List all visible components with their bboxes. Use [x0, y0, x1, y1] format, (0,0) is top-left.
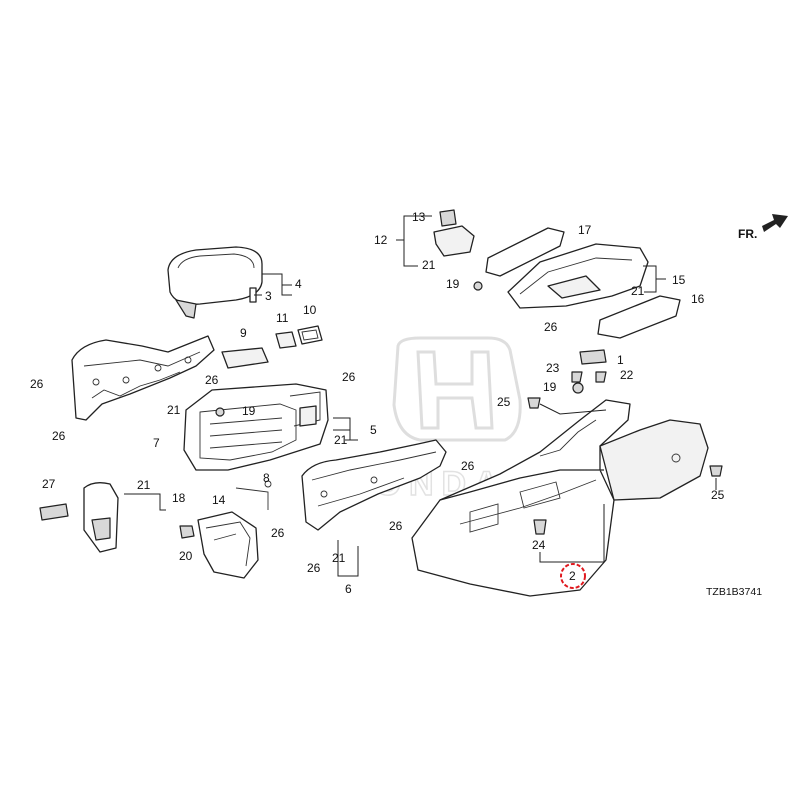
callout-7: 7 — [153, 436, 160, 450]
console-upper-panel-15 — [507, 243, 649, 309]
callout-26-d: 26 — [342, 370, 356, 384]
console-left-side-panel — [71, 335, 215, 421]
callout-6: 6 — [345, 582, 352, 596]
front-arrow-icon — [762, 214, 788, 232]
callout-4: 4 — [295, 277, 302, 291]
callout-18: 18 — [172, 491, 186, 505]
callout-26-g: 26 — [307, 561, 321, 575]
garnish-16 — [597, 295, 681, 339]
callout-3: 3 — [265, 289, 272, 303]
clip-20 — [179, 525, 195, 539]
callout-13: 13 — [412, 210, 426, 224]
callout-19-left: 19 — [242, 404, 256, 418]
callout-19-mid: 19 — [543, 380, 557, 394]
callout-14: 14 — [212, 493, 226, 507]
bracket-14 — [197, 511, 259, 579]
clip-1 — [579, 349, 607, 365]
callout-24: 24 — [532, 538, 546, 552]
callout-26-e: 26 — [461, 459, 475, 473]
console-mat-10 — [297, 325, 323, 345]
armrest-lid — [167, 246, 263, 319]
callout-1: 1 — [617, 353, 624, 367]
callout-26-i: 26 — [271, 526, 285, 540]
clip-25-left — [527, 397, 541, 409]
shift-panel-12 — [433, 225, 475, 257]
callout-10: 10 — [303, 303, 317, 317]
clip-24 — [533, 519, 547, 535]
callout-26-c: 26 — [205, 373, 219, 387]
fastener-19-top — [473, 281, 483, 291]
console-mat-9 — [221, 347, 269, 369]
callout-25-right: 25 — [711, 488, 725, 502]
callout-26-f: 26 — [389, 519, 403, 533]
callout-20: 20 — [179, 549, 193, 563]
fastener-19-mid — [572, 382, 584, 394]
diagram-code: TZB1B3741 — [706, 586, 762, 598]
callouts: 1 2 3 4 5 6 7 8 9 10 11 12 13 14 15 16 1… — [30, 210, 725, 596]
console-center-box — [183, 383, 329, 471]
callout-27: 27 — [42, 477, 56, 491]
clip-25-right — [709, 465, 723, 477]
fastener-19-left — [215, 407, 225, 417]
callout-21-bottom: 21 — [332, 551, 346, 565]
switch-27 — [39, 503, 69, 521]
callout-15: 15 — [672, 273, 686, 287]
callout-23: 23 — [546, 361, 560, 375]
callout-17: 17 — [578, 223, 592, 237]
shift-boot-13 — [439, 209, 457, 227]
front-direction-indicator: FR. — [738, 214, 788, 241]
garnish-17 — [485, 227, 565, 277]
callout-21-right: 21 — [631, 284, 645, 298]
callout-21-center: 21 — [334, 433, 348, 447]
callout-19-top: 19 — [446, 277, 460, 291]
callout-22: 22 — [620, 368, 634, 382]
highlight-ring-part-2 — [560, 563, 586, 589]
callout-26-h: 26 — [544, 320, 558, 334]
callout-26-a: 26 — [30, 377, 44, 391]
callout-5: 5 — [370, 423, 377, 437]
callout-8: 8 — [263, 471, 270, 485]
console-main-body — [411, 399, 709, 597]
callout-26-b: 26 — [52, 429, 66, 443]
callout-21-left: 21 — [167, 403, 181, 417]
callout-2: 2 — [569, 569, 576, 583]
callout-16: 16 — [691, 292, 705, 306]
callout-9: 9 — [240, 326, 247, 340]
callout-12: 12 — [374, 233, 388, 247]
clip-23 — [571, 371, 583, 383]
console-rear-panel-18 — [83, 482, 119, 553]
clip-22 — [595, 371, 607, 383]
console-right-side-panel — [301, 439, 447, 531]
console-mat-11 — [275, 331, 297, 349]
front-direction-label: FR. — [738, 227, 757, 241]
callout-21-rearpanel: 21 — [137, 478, 151, 492]
callout-25-left: 25 — [497, 395, 511, 409]
callout-21-top: 21 — [422, 258, 436, 272]
callout-11: 11 — [276, 311, 289, 325]
